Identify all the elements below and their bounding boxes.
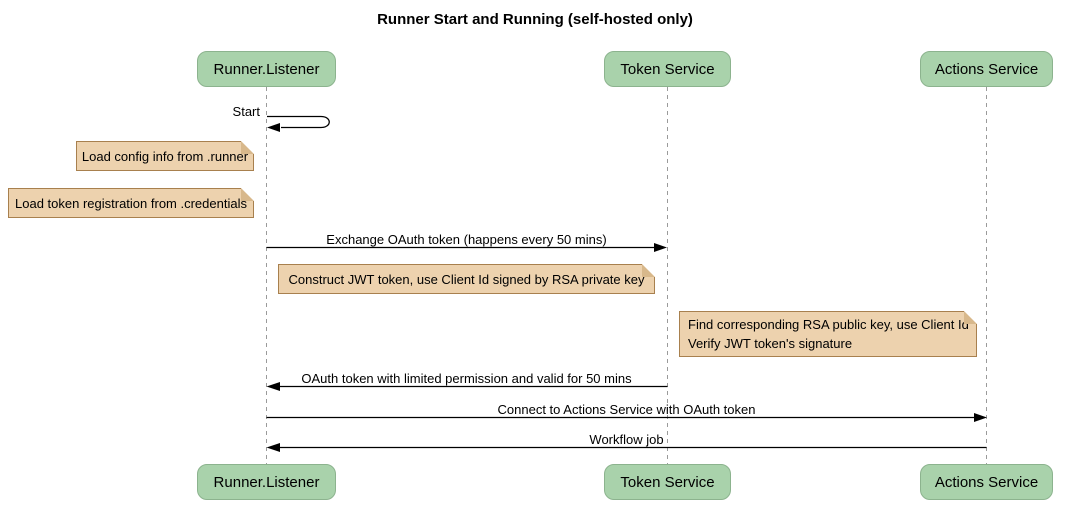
message-label-exchange-oauth: Exchange OAuth token (happens every 50 m… <box>326 232 607 247</box>
participant-token-service-top: Token Service <box>604 51 731 87</box>
note-text-line: Verify JWT token's signature <box>688 336 853 351</box>
message-label-oauth-token-back: OAuth token with limited permission and … <box>301 371 632 386</box>
participant-actions-service-top: Actions Service <box>920 51 1053 87</box>
participant-label: Runner.Listener <box>213 473 320 491</box>
participant-label: Token Service <box>620 60 715 78</box>
note-construct-jwt: Construct JWT token, use Client Id signe… <box>278 264 655 294</box>
self-loop-start-arrow <box>267 115 330 129</box>
note-load-config: Load config info from .runner <box>76 141 254 171</box>
lifelines <box>266 87 987 464</box>
arrowhead-start <box>267 123 280 132</box>
participant-runner-listener-bottom: Runner.Listener <box>197 464 336 500</box>
message-arrows <box>266 115 987 452</box>
note-text-line: Find corresponding RSA public key, use C… <box>688 317 969 332</box>
arrowhead-workflow-job <box>266 443 280 452</box>
note-text: Load config info from .runner <box>81 148 249 164</box>
note-text: Construct JWT token, use Client Id signe… <box>288 271 645 287</box>
diagram-title: Runner Start and Running (self-hosted on… <box>377 11 693 28</box>
note-load-token-registration: Load token registration from .credential… <box>8 188 254 218</box>
arrowhead-oauth-token-back <box>266 382 280 391</box>
message-label-workflow-job: Workflow job <box>589 432 664 447</box>
participant-label: Token Service <box>620 473 715 491</box>
participant-actions-service-bottom: Actions Service <box>920 464 1053 500</box>
participant-label: Runner.Listener <box>213 60 320 78</box>
arrowhead-exchange-oauth <box>654 243 667 252</box>
participant-runner-listener-top: Runner.Listener <box>197 51 336 87</box>
arrowhead-connect-actions <box>974 413 987 422</box>
participant-label: Actions Service <box>934 473 1039 491</box>
message-label-connect-actions: Connect to Actions Service with OAuth to… <box>497 402 756 417</box>
note-verify-jwt: Find corresponding RSA public key, use C… <box>679 311 977 357</box>
participant-label: Actions Service <box>934 60 1039 78</box>
message-label-start: Start <box>232 104 260 119</box>
participant-token-service-bottom: Token Service <box>604 464 731 500</box>
note-text: Load token registration from .credential… <box>15 195 247 211</box>
